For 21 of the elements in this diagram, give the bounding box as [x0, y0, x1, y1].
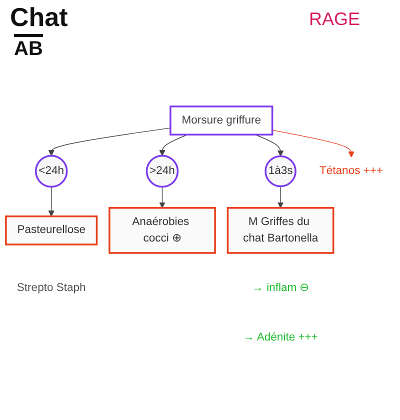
time-circle: >24h	[146, 154, 179, 188]
note-text: RAGE	[308, 8, 360, 30]
arrow	[48, 128, 171, 156]
time-circle: 1à3s	[264, 155, 296, 188]
note-text: → inflam ⊖	[252, 282, 309, 294]
process-box: Anaérobies cocci ⊕	[108, 207, 216, 254]
note-text: → Adénite +++	[243, 331, 318, 344]
arrow	[272, 130, 354, 158]
note-text: Strepto Staph	[16, 282, 86, 294]
arrow	[254, 134, 284, 156]
arrow	[277, 186, 284, 208]
process-box: Morsure griffure	[170, 106, 274, 136]
bare-text: Tétanos +++	[320, 164, 384, 177]
arrow	[159, 134, 188, 156]
time-circle: <24h	[34, 154, 68, 188]
subtitle-text: AB	[14, 34, 43, 60]
arrow	[159, 186, 166, 208]
arrow	[48, 186, 54, 217]
title: Chat	[10, 2, 68, 32]
process-box: M Griffes du chat Bartonella	[226, 207, 334, 254]
process-box: Pasteurellose	[5, 215, 98, 246]
